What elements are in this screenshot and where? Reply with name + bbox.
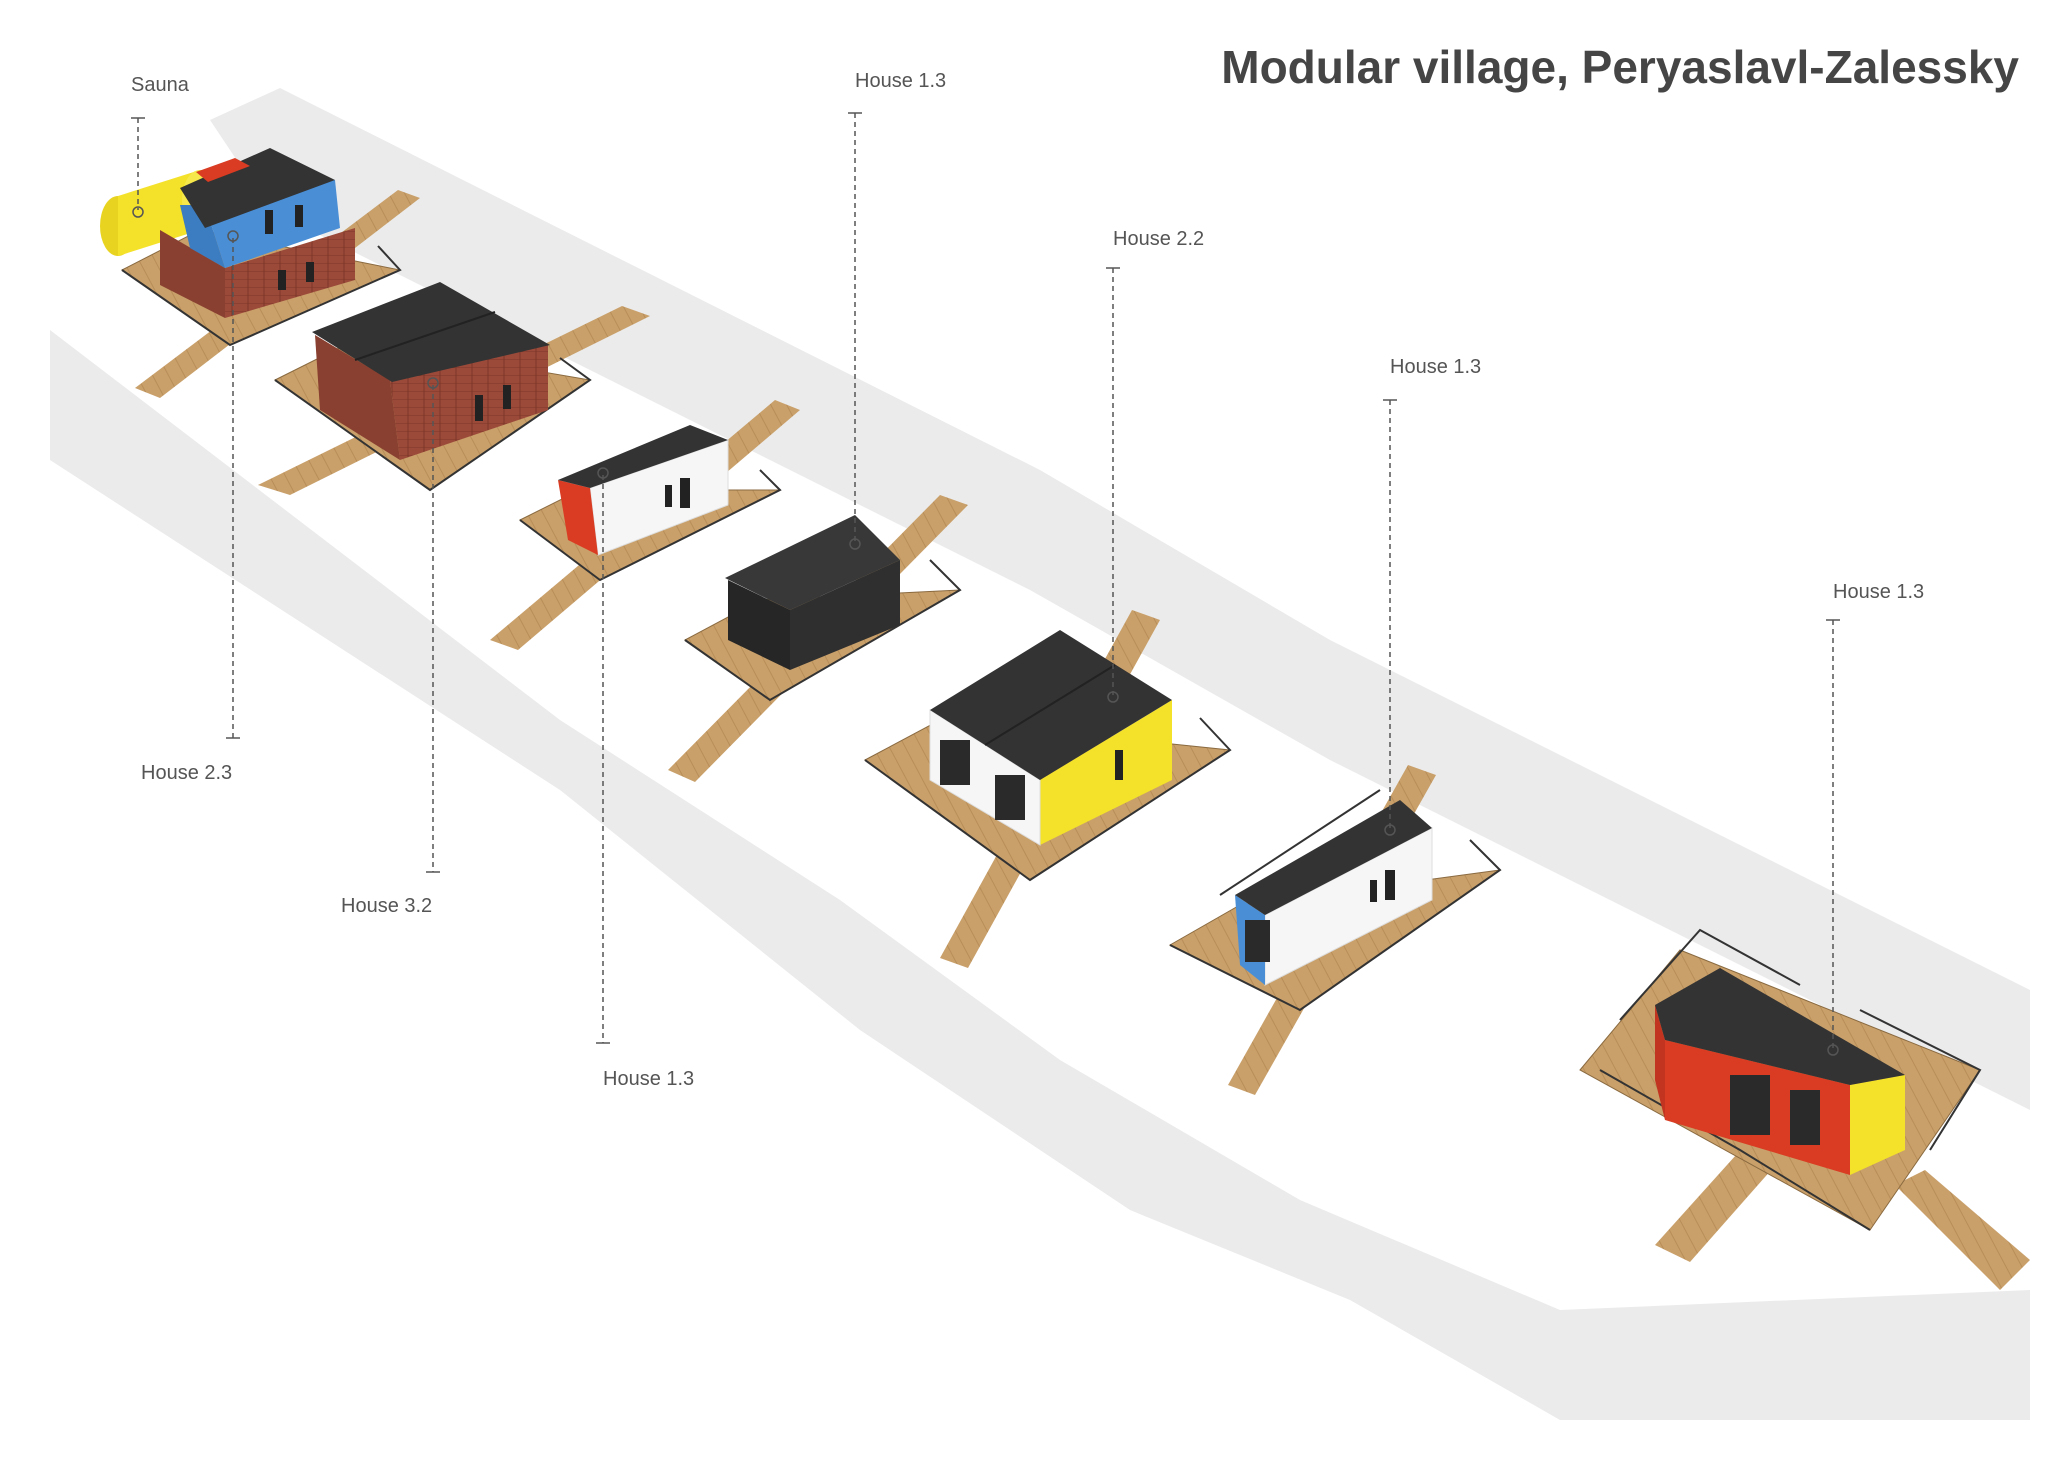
window — [1370, 880, 1377, 902]
railing — [519, 469, 782, 582]
marker-house-1-3-d — [1827, 1044, 1839, 1056]
window — [306, 262, 314, 282]
door — [1730, 1075, 1770, 1135]
door — [680, 478, 690, 508]
railing — [1219, 789, 1381, 896]
window — [503, 385, 511, 409]
roof — [1655, 968, 1905, 1085]
roof — [1235, 800, 1432, 915]
window — [1245, 920, 1270, 962]
window — [475, 395, 483, 421]
railing — [1599, 1069, 1871, 1231]
black-wall-side — [728, 580, 790, 670]
house-1-3-red-white-module — [490, 400, 800, 650]
label-house-3-2: House 3.2 — [341, 895, 433, 917]
label-house-1-3-b: House 1.3 — [855, 70, 947, 92]
brick-wall-side — [160, 230, 225, 318]
window — [665, 485, 672, 507]
railing — [864, 717, 1232, 882]
label-house-2-3: House 2.3 — [141, 762, 233, 784]
railing — [1169, 839, 1502, 1012]
house-2-3-module — [100, 148, 420, 398]
brick-wall-front — [390, 345, 548, 460]
blue-wall-side — [180, 205, 225, 268]
window — [995, 775, 1025, 820]
road-upper — [210, 88, 2030, 1110]
roof-seam — [354, 311, 496, 361]
marker-house-2-3 — [227, 230, 239, 242]
roof — [180, 148, 335, 228]
door — [1115, 750, 1123, 780]
railing — [1619, 928, 1801, 1021]
red-frame-side — [558, 480, 598, 555]
label-house-2-2: House 2.2 — [1113, 228, 1205, 250]
yellow-wall-side — [1850, 1075, 1905, 1175]
boardwalk — [1655, 1145, 1780, 1262]
house-1-3-blue-white-module — [1168, 765, 1502, 1095]
yellow-wall-front — [1040, 700, 1172, 845]
marker-house-1-3-b — [849, 538, 861, 550]
marker-house-1-3-a — [597, 467, 609, 479]
door — [1790, 1090, 1820, 1145]
railing — [1859, 1009, 1982, 1151]
house-1-3-red-module — [1579, 928, 2030, 1290]
marker-house-3-2 — [427, 377, 439, 389]
railing — [684, 559, 962, 702]
roof-red-strip — [196, 158, 250, 182]
railing — [121, 245, 402, 347]
leader-lines — [131, 112, 1840, 1056]
roof — [312, 282, 550, 382]
door — [1385, 870, 1395, 900]
brick-wall-side — [315, 335, 400, 460]
label-house-1-3-a: House 1.3 — [603, 1068, 695, 1090]
road-lower — [50, 330, 2030, 1420]
label-sauna: Sauna — [131, 74, 189, 96]
house-2-2-module — [864, 610, 1232, 968]
window — [265, 210, 273, 234]
roof-seam — [984, 664, 1116, 746]
label-house-1-3-d: House 1.3 — [1833, 581, 1925, 603]
roof — [558, 425, 728, 488]
boardwalk — [1895, 1170, 2030, 1290]
label-house-1-3-c: House 1.3 — [1390, 356, 1482, 378]
marker-sauna — [132, 206, 144, 218]
railing — [274, 357, 592, 492]
brick-wall-front — [225, 228, 355, 318]
marker-house-2-2 — [1107, 691, 1119, 703]
marker-house-1-3-c — [1384, 824, 1396, 836]
page-title: Modular village, Peryaslavl-Zalessky — [1221, 41, 2019, 93]
black-wall-front — [790, 560, 900, 670]
window — [278, 270, 286, 290]
window — [295, 205, 303, 227]
red-wall-end — [1655, 1005, 1665, 1120]
window — [940, 740, 970, 785]
